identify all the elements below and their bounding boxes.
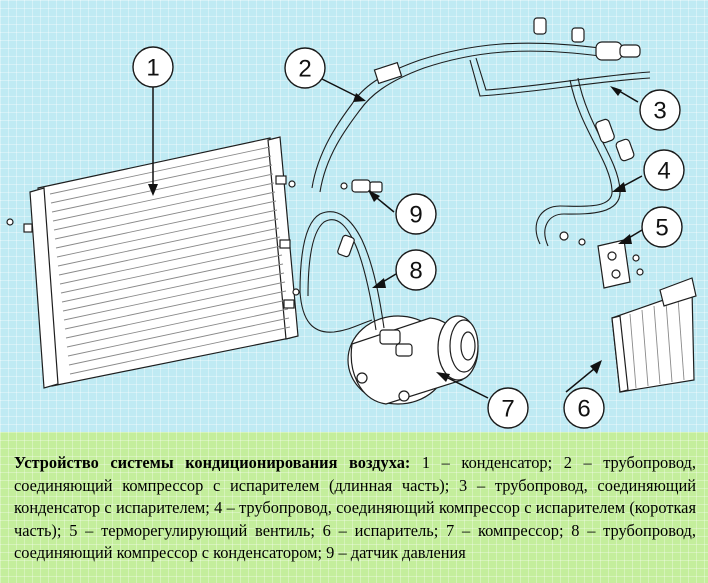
- callout-2: 2: [284, 47, 326, 89]
- evaporator: [611, 277, 697, 393]
- callout-4: 4: [643, 149, 685, 191]
- condenser-fins: [49, 146, 291, 375]
- condenser-brackets: [6, 175, 300, 309]
- expansion-valve: [559, 231, 644, 289]
- callout-7-label: 7: [501, 396, 514, 423]
- callout-1: 1: [132, 46, 174, 88]
- leader-lines: [148, 77, 643, 399]
- ac-system-diagram: 1 2 3 4 5 6 7 8: [6, 17, 697, 429]
- callout-3-label: 3: [653, 98, 666, 125]
- figure-caption: Устройство системы кондиционирования воз…: [14, 452, 696, 565]
- callout-6: 6: [563, 387, 605, 429]
- condenser: [6, 136, 300, 389]
- callout-3: 3: [639, 89, 681, 131]
- compressor: [347, 315, 479, 405]
- pressure-sensor: [340, 179, 383, 193]
- callout-5: 5: [641, 206, 683, 248]
- caption-title: Устройство системы кондиционирования воз…: [14, 453, 411, 472]
- pipe-8: [299, 211, 385, 333]
- callout-9: 9: [395, 193, 437, 235]
- callout-8-label: 8: [409, 258, 422, 285]
- callout-1-label: 1: [146, 55, 159, 82]
- callout-4-label: 4: [657, 158, 670, 185]
- pipe-4-short: [535, 77, 635, 247]
- caption-text: 1 – конденсатор; 2 – трубопровод, соедин…: [14, 453, 696, 563]
- callout-8: 8: [395, 249, 437, 291]
- pipe-3: [469, 57, 651, 97]
- pipe-2-long: [311, 17, 641, 193]
- callout-2-label: 2: [298, 56, 311, 83]
- callout-5-label: 5: [655, 215, 668, 242]
- caption-panel: Устройство системы кондиционирования воз…: [0, 432, 708, 583]
- callout-6-label: 6: [577, 396, 590, 423]
- callout-7: 7: [487, 387, 529, 429]
- callout-9-label: 9: [409, 202, 422, 229]
